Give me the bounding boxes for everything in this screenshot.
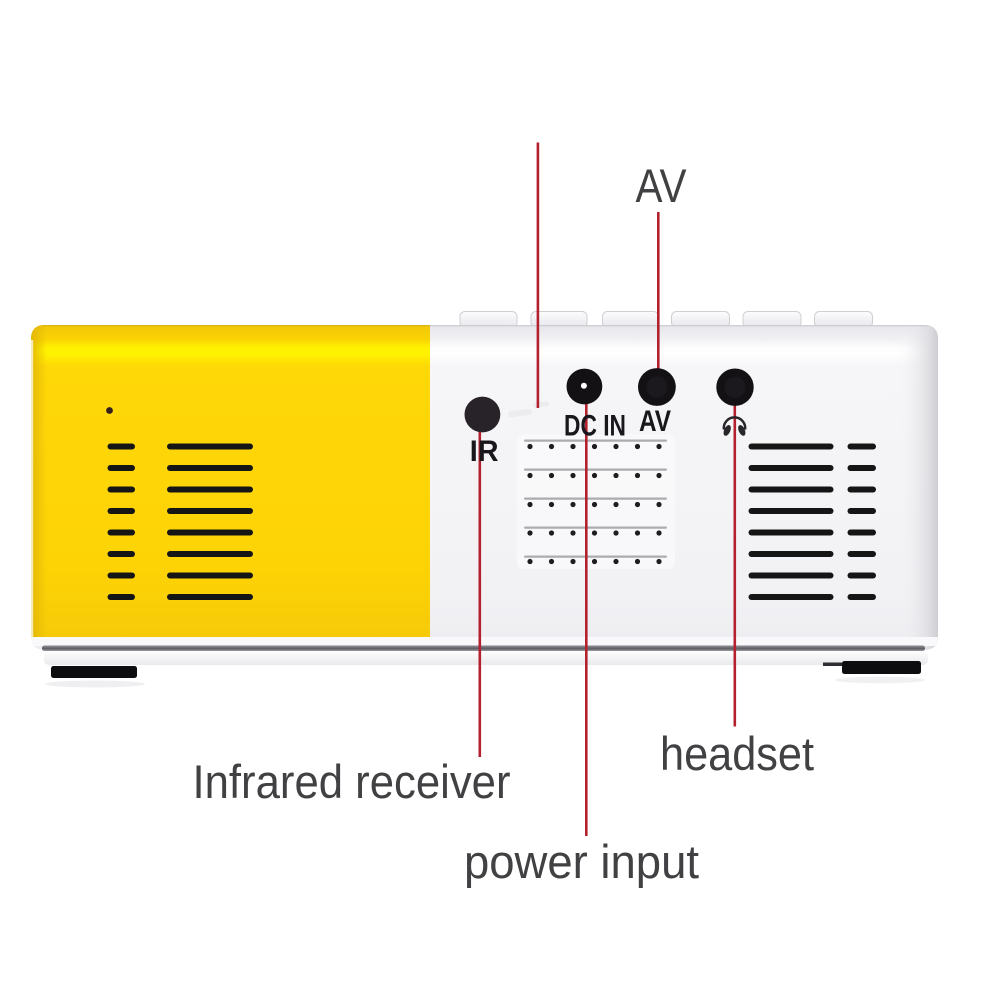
svg-text:IR: IR: [470, 435, 499, 468]
svg-text:AV: AV: [639, 405, 671, 438]
svg-text:DC IN: DC IN: [564, 410, 626, 443]
svg-text:AV: AV: [636, 159, 688, 212]
svg-text:headset: headset: [660, 727, 814, 780]
svg-text:power input: power input: [464, 835, 699, 888]
svg-text:Infrared receiver: Infrared receiver: [193, 755, 511, 808]
